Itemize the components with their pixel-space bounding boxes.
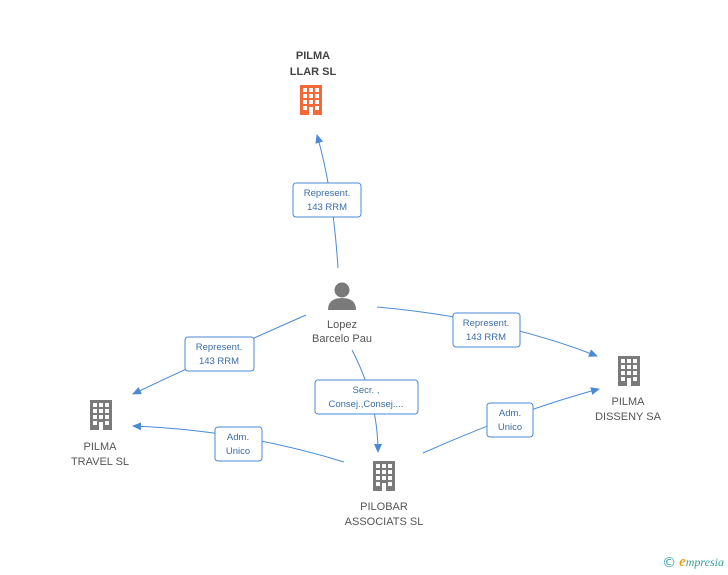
person-icon: [328, 282, 356, 310]
building-icon: [90, 400, 112, 430]
node-label-line2: TRAVEL SL: [71, 456, 129, 468]
brand-logo: empresia: [679, 554, 724, 571]
node-label-line2: LLAR SL: [290, 66, 337, 78]
building-icon: [618, 356, 640, 386]
node-label-line2: Barcelo Pau: [312, 333, 372, 345]
node-pilma-travel[interactable]: PILMA TRAVEL SL: [71, 400, 129, 468]
edge-label-pilobar-disseny[interactable]: Adm. Unico: [486, 402, 534, 438]
edge-label-line1: Adm.: [227, 432, 249, 443]
edge-label-line2: Unico: [226, 446, 250, 457]
node-pilma-llar[interactable]: PILMA LLAR SL: [290, 50, 337, 115]
node-label-line1: PILMA: [83, 441, 117, 453]
node-label-line1: Lopez: [327, 319, 357, 331]
building-icon: [373, 461, 395, 491]
node-person[interactable]: Lopez Barcelo Pau: [312, 282, 372, 346]
edge-label-line2: Consej.,Consej....: [329, 399, 404, 410]
edge-label-to-pilobar[interactable]: Secr. , Consej.,Consej....: [314, 379, 419, 415]
edge-label-line1: Represent.: [463, 318, 509, 329]
edge-label-line1: Represent.: [304, 188, 350, 199]
footer-brand: © empresia: [662, 554, 724, 571]
edge-label-pilobar-travel[interactable]: Adm. Unico: [214, 426, 263, 462]
edge-label-line1: Secr. ,: [353, 385, 380, 396]
edge-label-to-disseny[interactable]: Represent. 143 RRM: [452, 312, 521, 348]
edge-label-line2: Unico: [498, 422, 522, 433]
edge-label-line1: Represent.: [196, 342, 242, 353]
edge-label-line2: 143 RRM: [466, 332, 506, 343]
brand-initial: e: [679, 554, 686, 570]
node-label-line2: DISSENY SA: [595, 411, 661, 423]
edge-label-line2: 143 RRM: [199, 356, 239, 367]
edge-label-line2: 143 RRM: [307, 202, 347, 213]
node-label-line2: ASSOCIATS SL: [345, 516, 424, 528]
copyright-icon: ©: [662, 554, 677, 571]
brand-rest: mpresia: [685, 555, 724, 569]
node-label-line1: PILOBAR: [360, 501, 408, 513]
node-label-line1: PILMA: [296, 50, 330, 62]
edge-label-to-llar[interactable]: Represent. 143 RRM: [292, 182, 362, 218]
node-pilobar-associats[interactable]: PILOBAR ASSOCIATS SL: [345, 461, 424, 528]
edge-label-to-travel[interactable]: Represent. 143 RRM: [184, 336, 255, 372]
building-icon: [300, 85, 322, 115]
node-label-line1: PILMA: [611, 396, 645, 408]
edge-label-line1: Adm.: [499, 408, 521, 419]
node-pilma-disseny[interactable]: PILMA DISSENY SA: [595, 356, 662, 423]
